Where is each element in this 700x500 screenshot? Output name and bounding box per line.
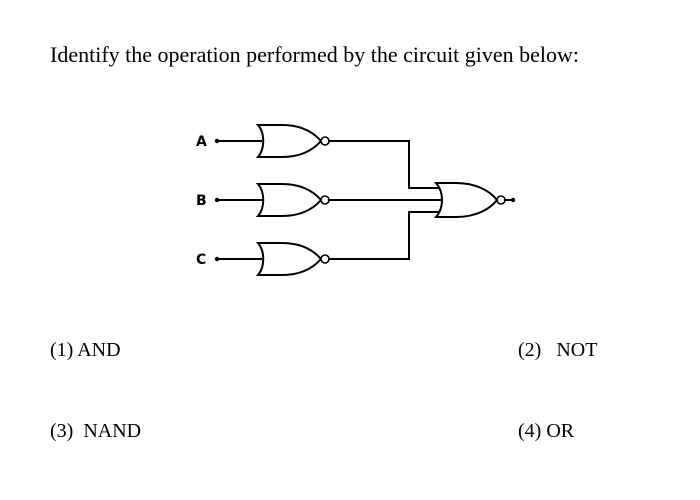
nor-gate-c: [257, 242, 330, 276]
wire-gate-c-to-output: [329, 211, 446, 260]
wire-gate-a-to-output: [329, 140, 446, 189]
option-4[interactable]: (4) OR: [518, 420, 575, 442]
option-3[interactable]: (3) NAND: [50, 420, 142, 442]
output-nor-gate: [433, 182, 506, 218]
input-label-c: C: [196, 252, 206, 268]
input-label-b: B: [196, 193, 207, 209]
question-text: Identify the operation performed by the …: [50, 42, 580, 67]
output-terminal: [510, 197, 516, 203]
input-label-a: A: [196, 134, 207, 150]
option-2[interactable]: (2) NOT: [518, 339, 598, 361]
option-1[interactable]: (1) AND: [50, 339, 121, 361]
nor-gate-a: [257, 124, 330, 158]
nor-gate-b: [257, 183, 330, 217]
